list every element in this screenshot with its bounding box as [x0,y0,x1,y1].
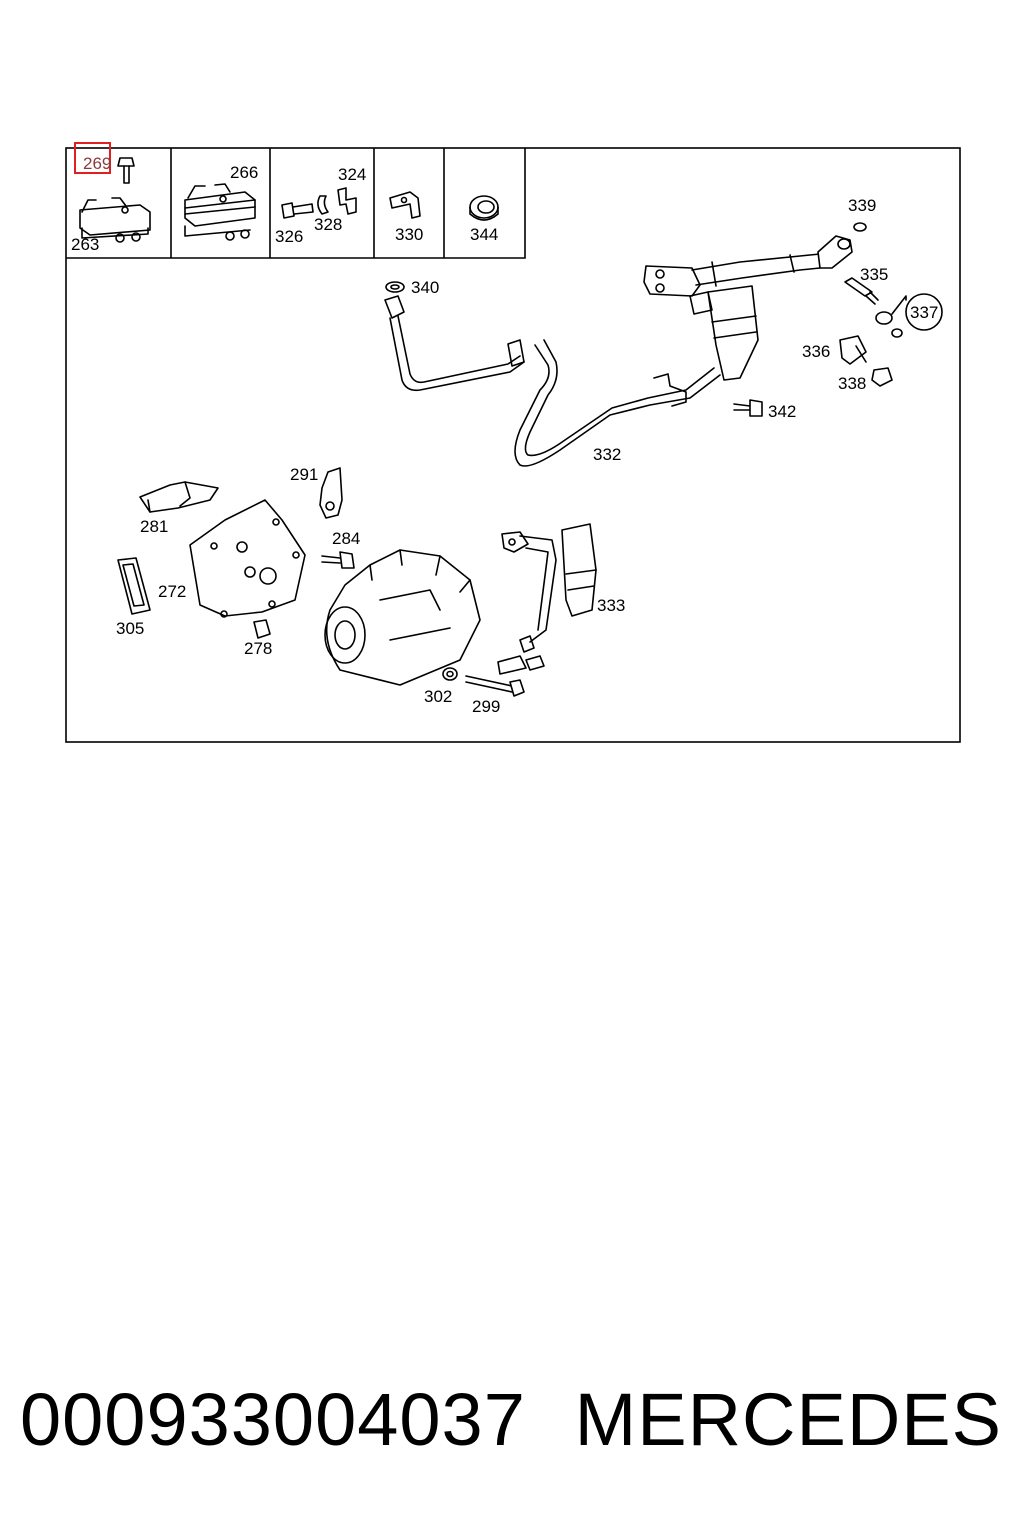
part-272-bracket [189,499,306,618]
part-291-bracket [319,467,343,519]
part-337-ring [875,293,943,338]
part-333-pipe [497,523,597,675]
callout-338: 338 [838,374,866,393]
callout-330: 330 [395,225,423,244]
callout-302: 302 [424,687,452,706]
part-269-bolt [117,157,135,184]
callout-263: 263 [71,235,99,254]
diagram-frame [65,147,961,743]
callout-324: 324 [338,165,366,184]
callout-332: 332 [593,445,621,464]
pipe-upper-left [384,295,525,392]
callout-326: 326 [275,227,303,246]
part-338-cap [871,367,893,387]
callout-339: 339 [848,196,876,215]
part-330-bracket [389,191,421,219]
part-number-text: 000933004037 [20,1378,526,1461]
dryer-cylinder [689,285,759,381]
callout-291: 291 [290,465,318,484]
footer-caption: 000933004037 MERCEDES [0,1375,1024,1465]
brand-text: MERCEDES [574,1378,1002,1461]
callout-335: 335 [860,265,888,284]
part-340-seal [385,281,405,293]
inset-boxes [66,148,526,259]
part-328-clip [317,195,329,215]
part-278-bushing [253,619,271,639]
callout-337: 337 [910,303,938,322]
callout-305: 305 [116,619,144,638]
part-336-switch [839,335,867,365]
callout-labels: 269 263 266 324 326 328 330 344 339 340 … [71,154,938,716]
callout-284: 284 [332,529,360,548]
parts-diagram: 269 263 266 324 326 328 330 344 339 340 … [65,142,961,743]
part-284-bolt [321,551,355,569]
callout-266: 266 [230,163,258,182]
callout-272: 272 [158,582,186,601]
part-324-bracket [337,187,357,215]
part-299-bolt [465,675,525,697]
part-342-bolt [733,399,763,417]
callout-342: 342 [768,402,796,421]
callout-299: 299 [472,697,500,716]
compressor [324,549,481,686]
callout-278: 278 [244,639,272,658]
part-339-seal [853,222,867,232]
part-302-washer [442,667,458,681]
part-332-hose [514,339,721,467]
callout-340: 340 [411,278,439,297]
callout-328: 328 [314,215,342,234]
callout-344: 344 [470,225,498,244]
part-266-bracket [184,183,256,241]
part-305-plate [117,557,151,615]
highlight-box-269 [74,142,111,174]
part-344-bushing [469,195,499,221]
callout-336: 336 [802,342,830,361]
callout-333: 333 [597,596,625,615]
part-326-bolt [281,202,314,219]
pipe-upper-right [643,235,853,297]
callout-269: 269 [83,154,111,173]
callout-281: 281 [140,517,168,536]
part-281-bracket [139,481,219,513]
part-263-bracket [79,197,151,243]
part-335-switch [844,277,879,305]
